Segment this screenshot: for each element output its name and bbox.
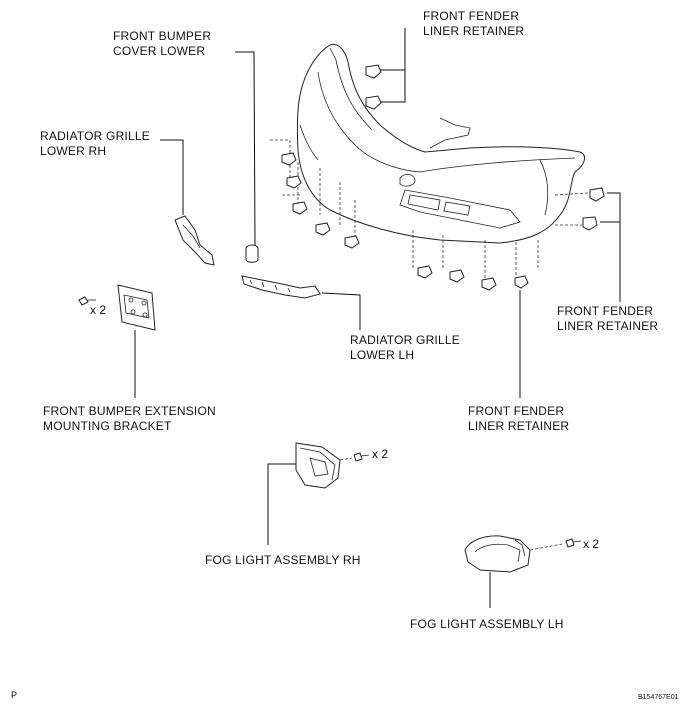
label-front-fender-liner-retainer-top: FRONT FENDER LINER RETAINER [423, 9, 525, 38]
label-fog-light-assembly-lh: FOG LIGHT ASSEMBLY LH [410, 617, 564, 631]
front-bumper-cover-lower-part [245, 244, 259, 263]
radiator-grille-lower-lh-part [241, 275, 321, 299]
fog-light-assembly-rh-part [295, 442, 341, 489]
fog-light-assembly-lh-part [464, 535, 531, 573]
front-fender-liner-retainer-clips-right [582, 187, 605, 231]
fog-lh-screw [529, 538, 582, 551]
front-fender-liner-retainer-clips-top [365, 64, 382, 110]
label-front-bumper-cover-lower: FRONT BUMPER COVER LOWER [113, 29, 212, 58]
label-front-fender-liner-retainer-right: FRONT FENDER LINER RETAINER [557, 304, 659, 333]
fog-rh-screw [339, 452, 370, 462]
alignment-dashed-lines [270, 139, 589, 280]
qty-bracket-screws: x 2 [90, 303, 107, 317]
page-marker: P [11, 690, 18, 700]
qty-fog-rh-screws: x 2 [372, 447, 389, 461]
front-bumper-extension-mounting-bracket-part [117, 284, 156, 331]
qty-fog-lh-screws: x 2 [583, 537, 600, 551]
figure-code: B154767E01 [638, 694, 679, 701]
leader-lines [134, 28, 621, 608]
label-front-bumper-extension-mounting-bracket: FRONT BUMPER EXTENSION MOUNTING BRACKET [43, 404, 216, 433]
lower-cover-clips [281, 152, 529, 291]
label-radiator-grille-lower-lh: RADIATOR GRILLE LOWER LH [350, 333, 460, 362]
front-bumper-cover [296, 43, 586, 244]
bracket-screw [78, 296, 96, 306]
label-radiator-grille-lower-rh: RADIATOR GRILLE LOWER RH [40, 129, 150, 158]
radiator-grille-lower-rh-part [174, 215, 215, 266]
label-front-fender-liner-retainer-bottom: FRONT FENDER LINER RETAINER [468, 404, 570, 433]
label-fog-light-assembly-rh: FOG LIGHT ASSEMBLY RH [205, 553, 361, 567]
